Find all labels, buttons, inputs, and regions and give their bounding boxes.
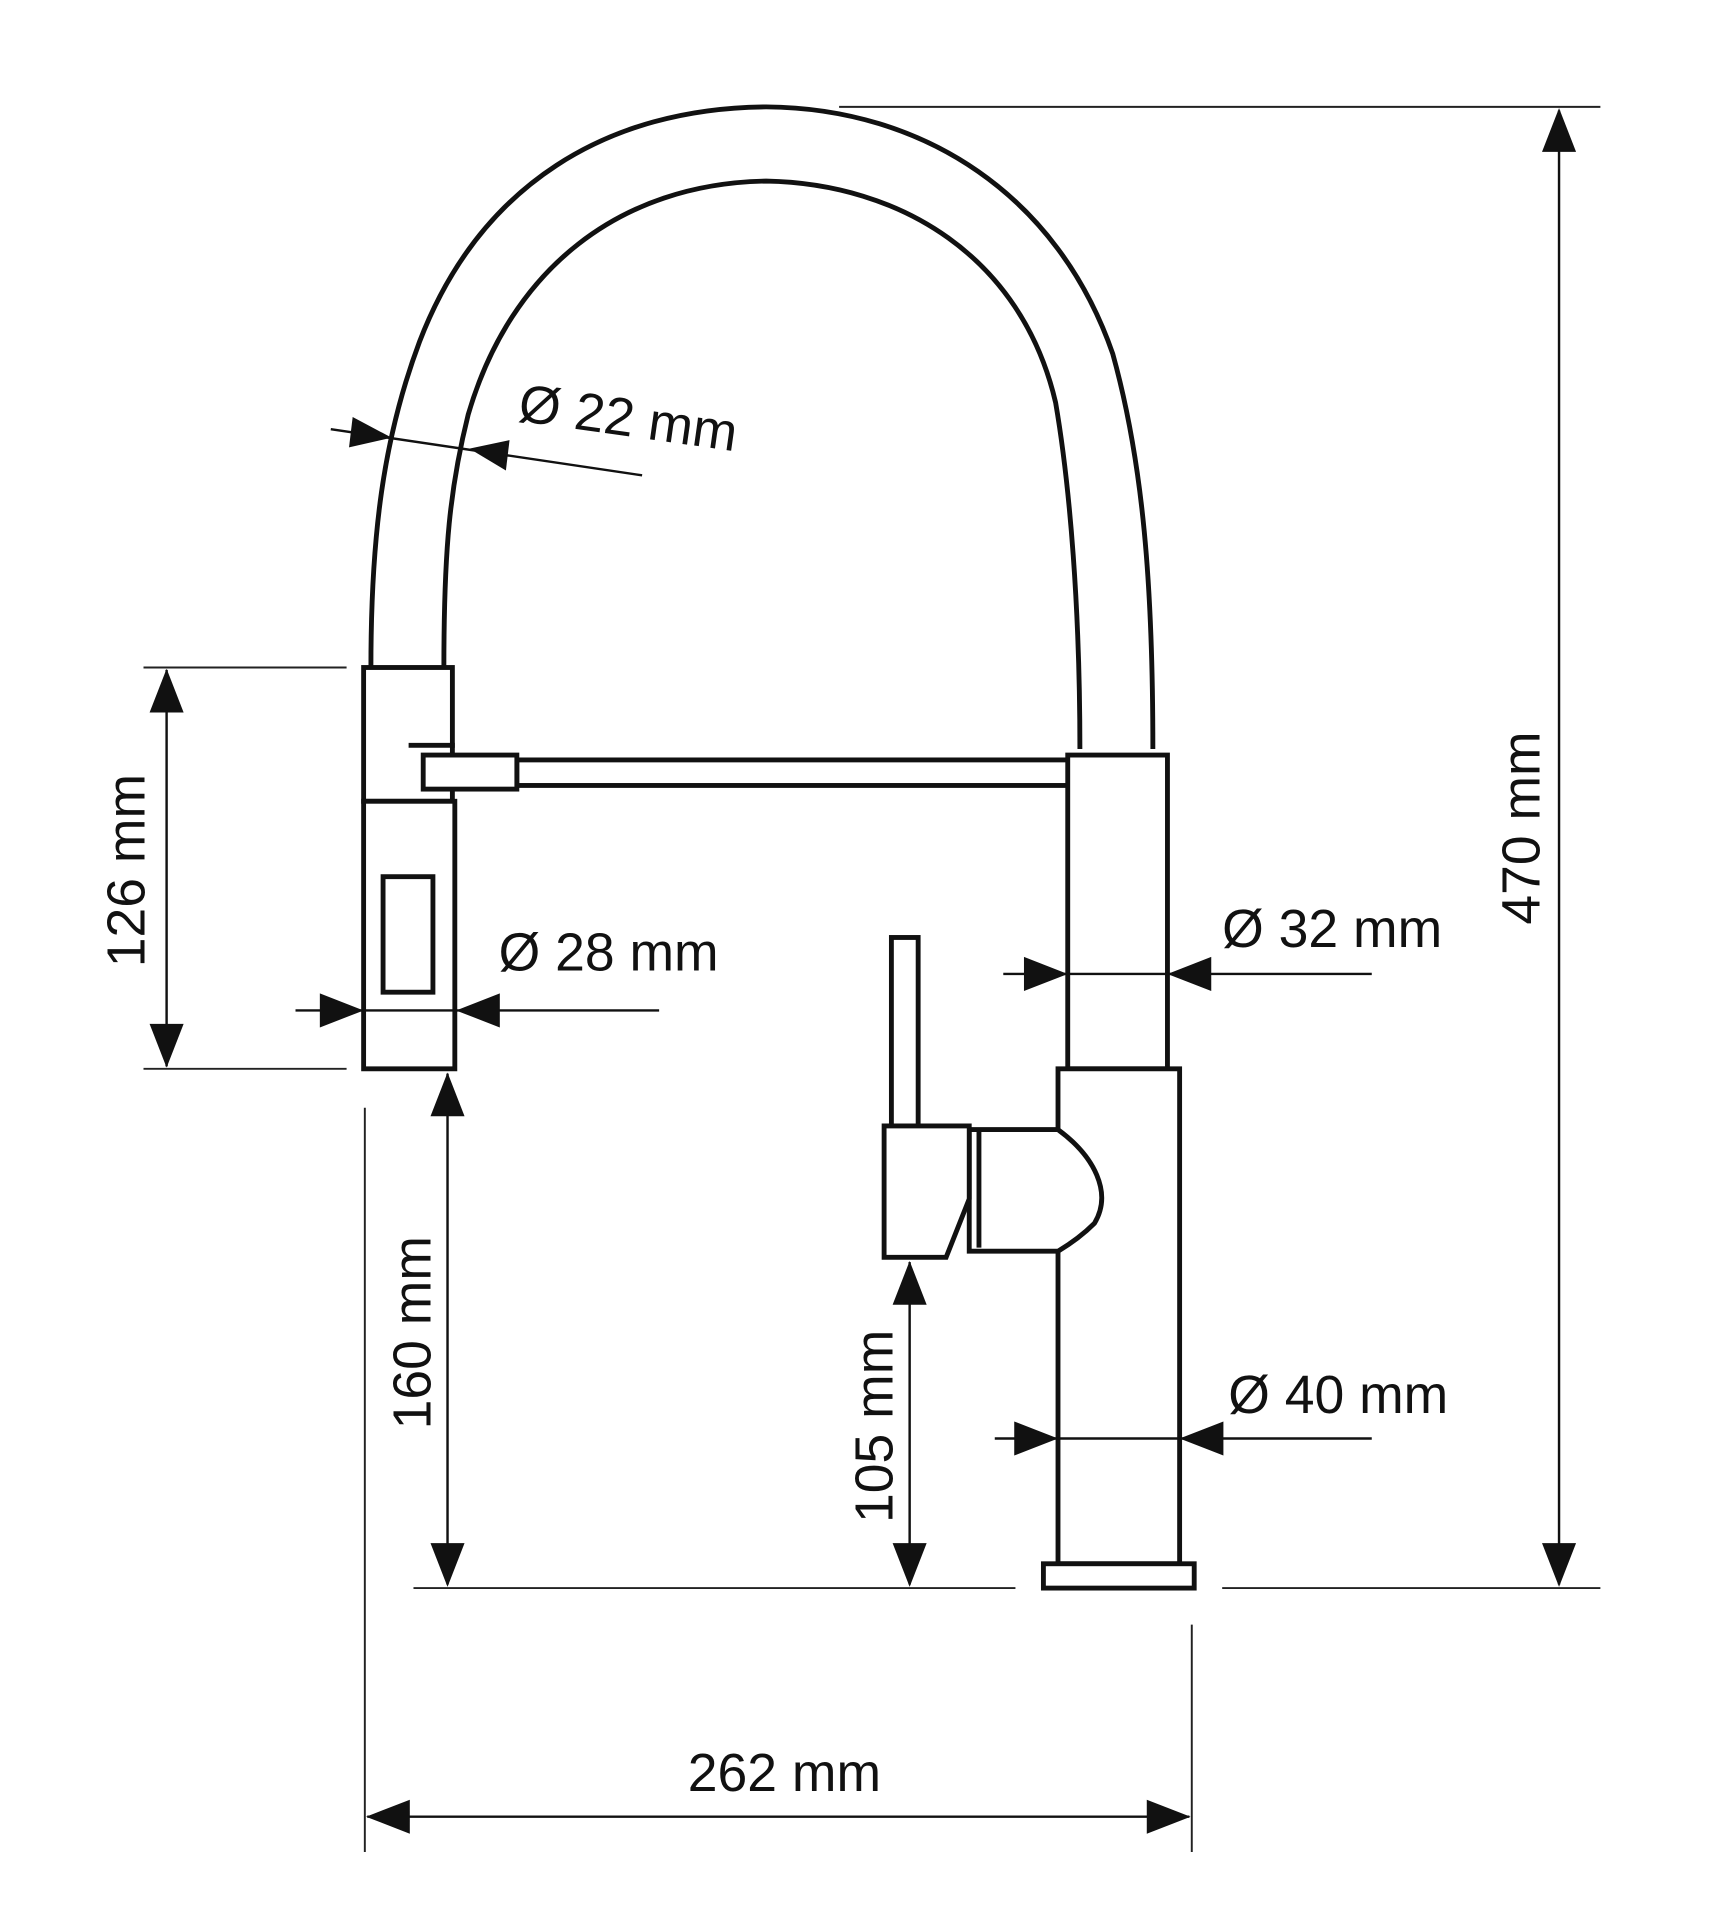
dim-spray-head-height: 126 mm	[98, 668, 184, 1068]
label-lever-height: 105 mm	[846, 1330, 905, 1523]
flexible-hose	[368, 104, 1156, 749]
dim-total-height: 470 mm	[1493, 108, 1577, 1587]
mixer-lever	[881, 935, 1105, 1260]
dim-upper-body-diameter: Ø 32 mm	[1003, 900, 1442, 991]
dim-reach: 262 mm	[366, 1744, 1191, 1834]
dim-spray-head-diameter: Ø 28 mm	[295, 923, 719, 1028]
spray-head	[361, 665, 458, 1072]
extension-lines	[143, 105, 1601, 1852]
label-base-diameter: Ø 40 mm	[1228, 1366, 1448, 1425]
spray-holder-bar	[420, 752, 1091, 792]
label-reach: 262 mm	[688, 1744, 881, 1803]
label-spray-head-diameter: Ø 28 mm	[499, 923, 719, 982]
label-total-height: 470 mm	[1493, 731, 1552, 924]
label-spray-head-height: 126 mm	[98, 774, 157, 967]
faucet-body	[1040, 752, 1197, 1591]
dim-lever-height: 105 mm	[846, 1260, 927, 1587]
label-upper-body-diameter: Ø 32 mm	[1222, 900, 1442, 959]
dim-spout-height: 160 mm	[384, 1072, 465, 1587]
label-spout-height: 160 mm	[384, 1236, 443, 1429]
label-hose-diameter: Ø 22 mm	[515, 374, 741, 463]
dim-base-diameter: Ø 40 mm	[994, 1366, 1448, 1456]
